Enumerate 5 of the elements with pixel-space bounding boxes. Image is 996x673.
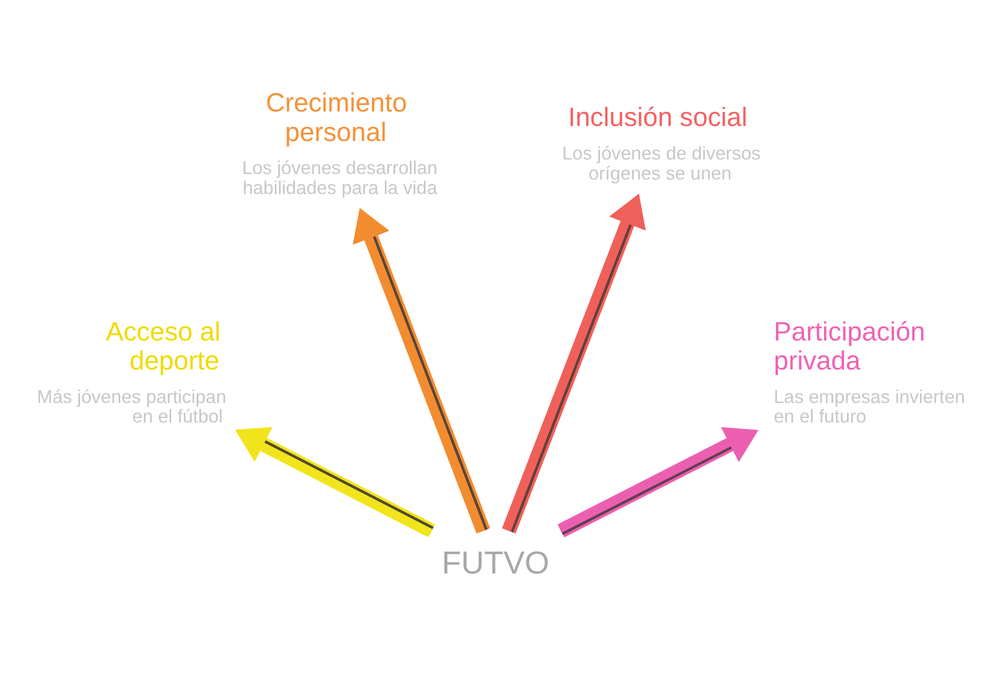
arrow: [558, 427, 758, 538]
arrow: [502, 194, 646, 534]
node-text: FUTVO: [442, 544, 550, 581]
arrow: [235, 426, 435, 538]
arrow: [352, 208, 490, 534]
